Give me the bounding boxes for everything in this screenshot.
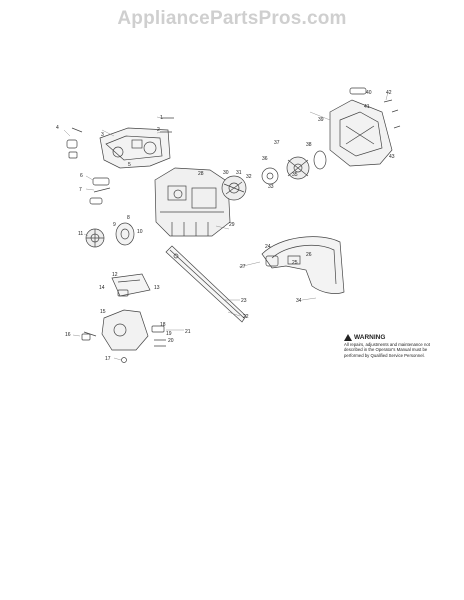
- part-starter-housing: [329, 87, 393, 167]
- callout-33: 33: [268, 184, 274, 190]
- callout-13: 13: [154, 285, 160, 291]
- callout-31: 31: [236, 170, 242, 176]
- callout-41: 41: [364, 104, 370, 110]
- part-side-cover: [99, 127, 171, 169]
- callout-37: 37: [274, 140, 280, 146]
- callout-34: 34: [296, 298, 302, 304]
- callout-38: 38: [306, 142, 312, 148]
- part-screws: [160, 99, 401, 133]
- warning-body: All repairs, adjustments and maintenance…: [344, 342, 430, 358]
- part-front-handle: [261, 236, 345, 294]
- callout-2: 2: [157, 127, 160, 133]
- callout-32: 32: [246, 174, 252, 180]
- part-starter-pulley: [261, 156, 310, 185]
- callout-27: 27: [240, 264, 246, 270]
- callout-16: 16: [65, 332, 71, 338]
- callout-25: 25: [292, 260, 298, 266]
- callout-9: 9: [113, 222, 116, 228]
- callout-21: 21: [185, 329, 191, 335]
- callout-42: 42: [386, 90, 392, 96]
- callout-12: 12: [112, 272, 118, 278]
- part-flywheel: [221, 175, 247, 201]
- callout-8: 8: [127, 215, 130, 221]
- callout-4: 4: [56, 125, 59, 131]
- callout-20: 20: [168, 338, 174, 344]
- warning-title-text: WARNING: [354, 334, 386, 341]
- callout-35: 35: [292, 172, 298, 178]
- callout-24: 24: [265, 244, 271, 250]
- callout-10: 10: [137, 229, 143, 235]
- callout-23: 23: [241, 298, 247, 304]
- warning-title: WARNING: [344, 334, 436, 341]
- callout-36: 36: [262, 156, 268, 162]
- callout-7: 7: [79, 187, 82, 193]
- part-chain-brake: [111, 273, 151, 297]
- callout-29: 29: [229, 222, 235, 228]
- callout-30: 30: [223, 170, 229, 176]
- part-hardware: [121, 325, 166, 363]
- callout-6: 6: [80, 173, 83, 179]
- part-clutch-drum: [115, 222, 135, 246]
- part-fittings: [89, 177, 111, 205]
- watermark: AppliancePartsPros.com: [117, 8, 347, 29]
- callout-5: 5: [128, 162, 131, 168]
- part-sprocket: [85, 228, 105, 248]
- callout-28: 28: [198, 171, 204, 177]
- callout-15: 15: [100, 309, 106, 315]
- callout-17: 17: [105, 356, 111, 362]
- part-spacer: [313, 150, 327, 170]
- part-guide-bar: [165, 245, 247, 323]
- callout-22: 22: [243, 314, 249, 320]
- callout-39: 39: [318, 117, 324, 123]
- callout-19: 19: [166, 331, 172, 337]
- callout-3: 3: [101, 132, 104, 138]
- part-engine-housing: [154, 167, 231, 237]
- leader-lines: [63, 91, 389, 361]
- callout-43: 43: [389, 154, 395, 160]
- callout-26: 26: [306, 252, 312, 258]
- warning-triangle-icon: [344, 334, 352, 341]
- part-4-small-parts: [66, 127, 83, 159]
- callout-18: 18: [160, 322, 166, 328]
- warning-box: WARNING All repairs, adjustments and mai…: [344, 334, 436, 358]
- callout-14: 14: [99, 285, 105, 291]
- callout-1: 1: [160, 115, 163, 121]
- part-clutch-cover: [81, 309, 149, 351]
- callout-11: 11: [78, 231, 83, 237]
- callout-40: 40: [366, 90, 372, 96]
